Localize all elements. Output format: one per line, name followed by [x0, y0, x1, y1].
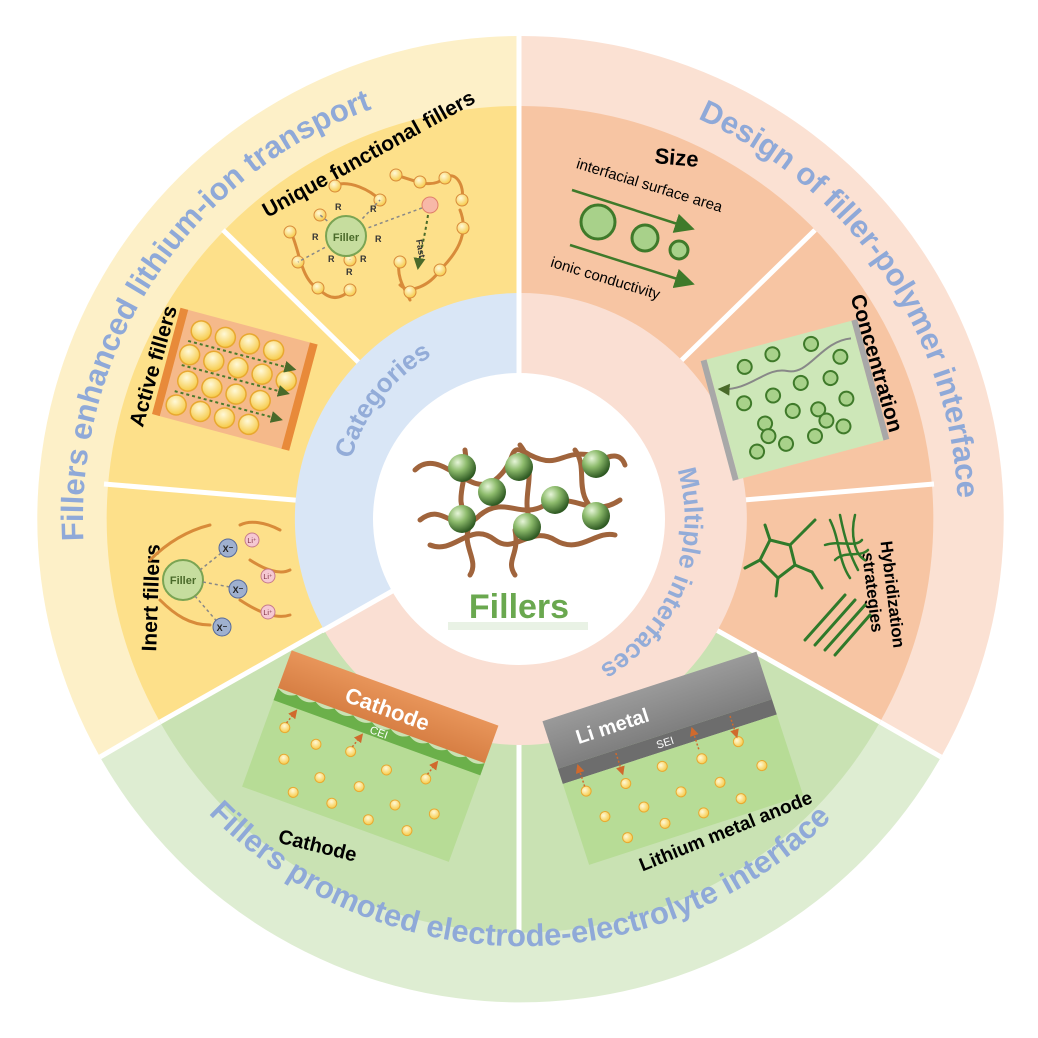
segment-anode: Li metal SEI Lithium metal anode	[542, 651, 816, 876]
filler-balls	[448, 450, 610, 541]
segment-hybridization: Hybridization strategies	[743, 513, 908, 657]
r-group-6: R	[360, 254, 367, 264]
fast-label: Fast	[414, 239, 427, 259]
unique-filler-label: Filler	[333, 232, 360, 244]
anion-label-3: X⁻	[217, 623, 228, 633]
r-group-4: R	[375, 234, 382, 244]
anion-label-1: X⁻	[223, 544, 234, 554]
hybrid-rods-icon	[803, 593, 872, 657]
inert-fillers-title: Inert fillers	[138, 544, 165, 652]
inert-filler-label: Filler	[170, 575, 197, 587]
segment-cathode: Cathode CEI Cathode	[242, 650, 499, 867]
li-label-3: Li⁺	[263, 610, 272, 617]
sei-layer	[557, 699, 777, 784]
center-title: Fillers	[469, 588, 569, 626]
size-large-particle	[579, 203, 617, 241]
r-group-5: R	[328, 254, 335, 264]
cathode-electrolyte-region	[242, 692, 484, 862]
cei-layer	[273, 687, 485, 776]
sei-label: SEI	[655, 735, 676, 752]
size-small-particle	[668, 239, 690, 261]
r-group-2: R	[370, 204, 377, 214]
inert-filler-particle	[162, 559, 204, 601]
li-label-1: Li⁺	[247, 538, 256, 545]
segment-active-fillers: Active fillers	[125, 303, 318, 451]
li-ion-markers: Li⁺ Li⁺ Li⁺	[244, 532, 276, 620]
hybrid-network-icon	[743, 518, 824, 598]
hybrid-fibers-icon	[823, 513, 870, 580]
size-title: Size	[654, 143, 700, 172]
anion-markers: X⁻ X⁻ X⁻	[212, 538, 248, 637]
r-group-1: R	[335, 202, 342, 212]
r-group-3: R	[312, 232, 319, 242]
size-medium-particle	[630, 223, 660, 253]
center-polymer-network	[412, 442, 628, 578]
cathode-layer	[278, 650, 499, 764]
anion-label-2: X⁻	[233, 585, 244, 595]
li-label-2: Li⁺	[263, 574, 272, 581]
unique-highlight-ion	[421, 196, 439, 214]
anode-li-metal-layer	[542, 651, 772, 769]
unique-filler-particle	[325, 215, 367, 257]
segment-inert-fillers: Inert fillers Filler X⁻ X⁻ X⁻ Li⁺	[138, 520, 292, 652]
cei-label: CEI	[368, 724, 389, 742]
r-group-7: R	[346, 267, 353, 277]
